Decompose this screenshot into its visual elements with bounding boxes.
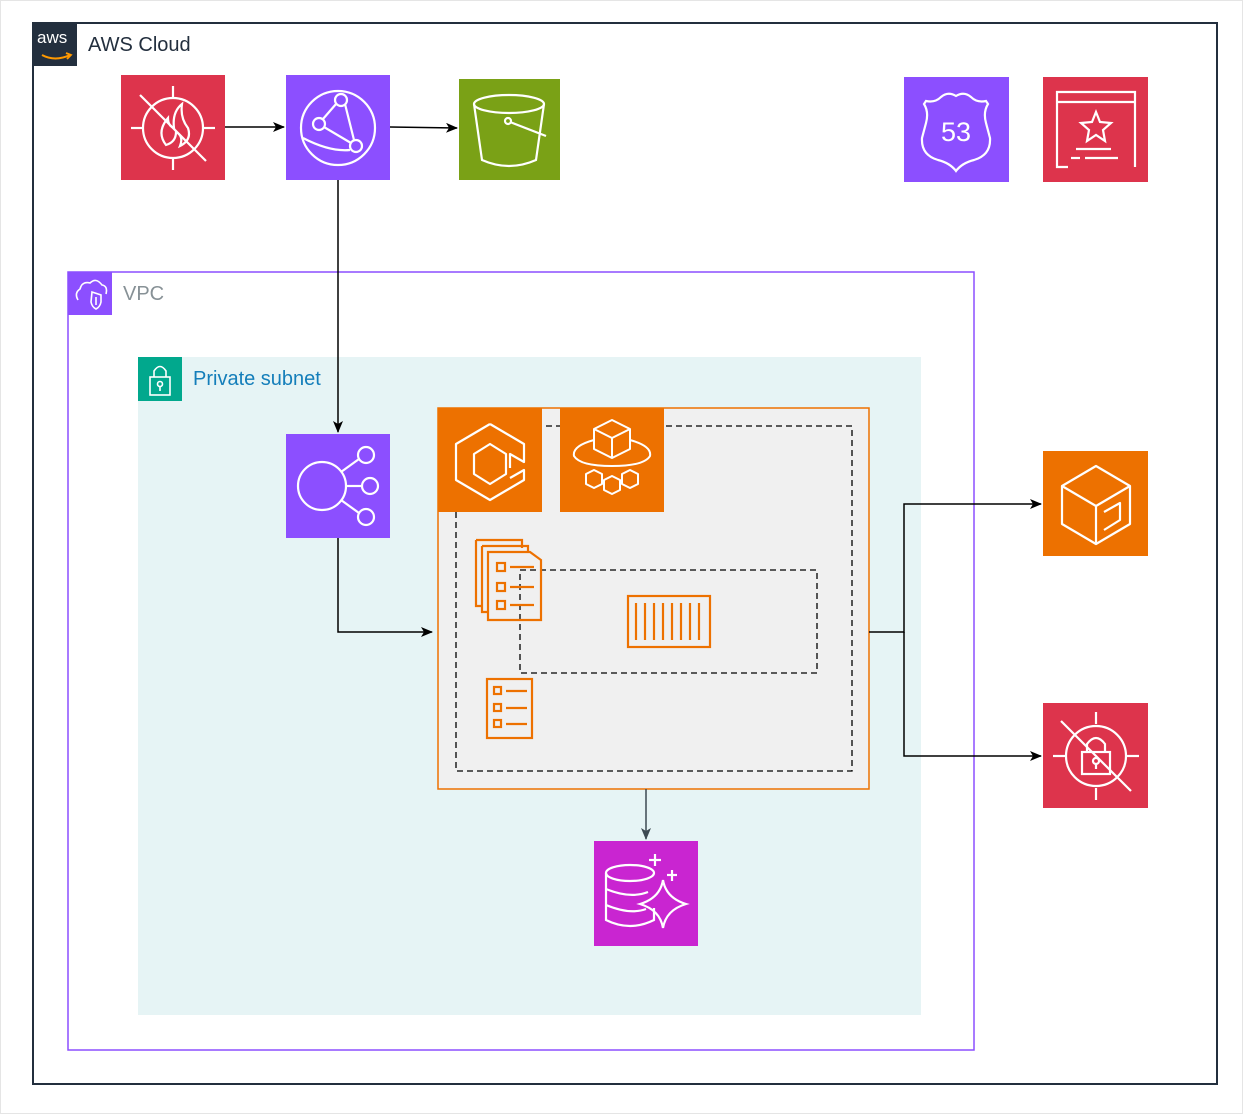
s3-service (459, 79, 560, 180)
vpc-label: VPC (123, 283, 165, 305)
cloudfront-service (286, 75, 390, 180)
ecs-service-icon (474, 538, 543, 622)
vpc-cloud-icon (75, 279, 108, 310)
elb-icon (296, 445, 380, 527)
connectors (225, 122, 1042, 840)
aws-cloud-group (32, 22, 1218, 1085)
ecr-service (1043, 451, 1148, 556)
aws-logo: aws (37, 28, 68, 47)
fargate-service (560, 408, 664, 512)
arrow-cloudfront-to-s3 (389, 122, 458, 133)
aws-smile-icon (41, 54, 71, 60)
subnet-icon-box (138, 357, 182, 401)
arrow-alb-to-cluster (337, 538, 433, 637)
secrets-manager-service (1043, 703, 1148, 808)
certificate-manager-service (1043, 77, 1148, 182)
s3-bucket-icon (472, 93, 547, 168)
fargate-icon (572, 419, 652, 495)
vpc-group (67, 271, 975, 1051)
waf-service (121, 75, 225, 180)
aws-cloud-label: AWS Cloud (88, 34, 191, 56)
load-balancer-service (286, 434, 390, 538)
route53-service: 53 (904, 77, 1009, 182)
cloudfront-globe-icon (299, 89, 377, 167)
private-subnet-label: Private subnet (193, 368, 321, 390)
task-definition-icon (485, 677, 534, 740)
waf-firewall-icon (131, 86, 215, 170)
lock-icon (149, 365, 171, 396)
vpc-icon-box (68, 272, 112, 315)
database-service (594, 841, 698, 946)
certificate-icon (1055, 90, 1137, 169)
route53-shield-icon (920, 92, 992, 173)
ecs-service (438, 408, 542, 512)
arrow-cluster-to-secrets (903, 632, 1042, 761)
ecr-icon (1060, 464, 1132, 546)
secrets-lock-icon (1053, 712, 1139, 800)
database-sparkle-icon (604, 854, 690, 929)
route53-label: 53 (941, 117, 971, 147)
arrow-cluster-to-ecr (869, 499, 1042, 633)
ecs-icon (454, 423, 526, 502)
container-icon (626, 594, 712, 649)
